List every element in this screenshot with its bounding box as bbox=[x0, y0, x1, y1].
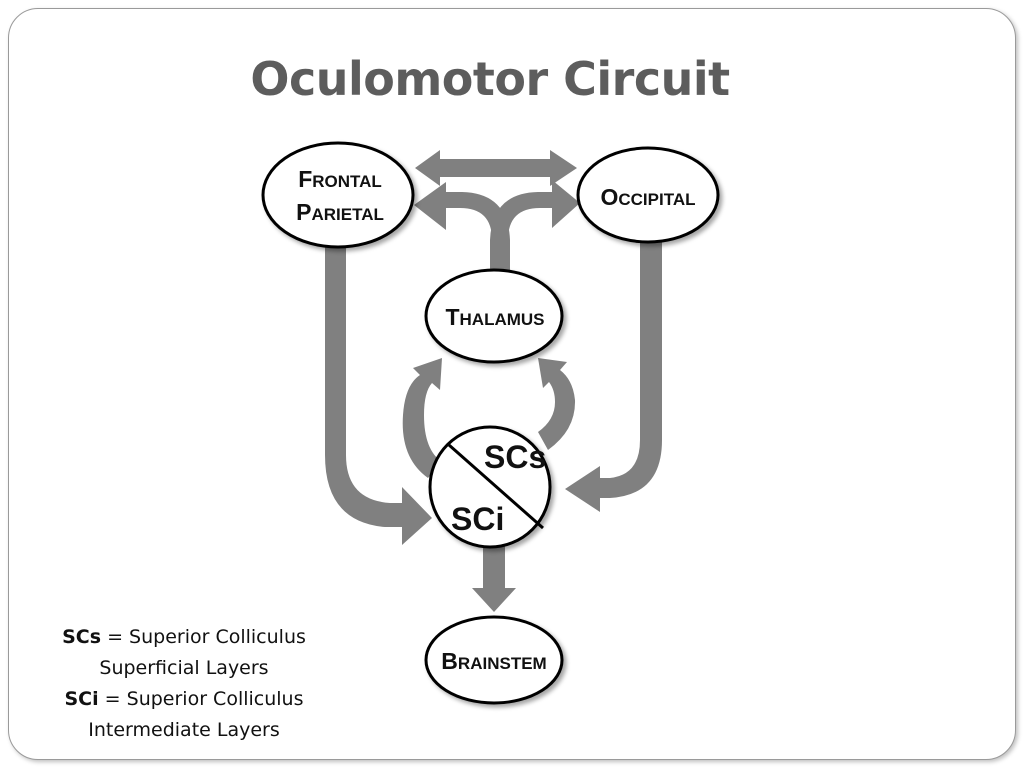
node-occipital: OCCIPITAL bbox=[576, 146, 720, 244]
arrow-scs-to-thalamus bbox=[538, 358, 576, 450]
arrow-frontal-to-sci bbox=[325, 235, 432, 545]
legend-sci-line-2: Intermediate Layers bbox=[88, 719, 280, 741]
arrows bbox=[325, 150, 662, 612]
scs-label: SCs bbox=[484, 439, 546, 475]
legend-scs-line: SCs = Superior Colliculus bbox=[24, 622, 344, 653]
parietal-label: PARIETAL bbox=[296, 199, 384, 225]
node-thalamus: THALAMUS bbox=[424, 268, 564, 364]
arrow-thalamus-to-frontal bbox=[414, 182, 510, 275]
legend-sci-def: = Superior Colliculus bbox=[98, 688, 304, 710]
brainstem-label: BRAINSTEM bbox=[441, 648, 546, 674]
node-frontal-parietal: FRONTAL PARIETAL bbox=[261, 141, 415, 249]
thalamus-label: THALAMUS bbox=[445, 304, 544, 330]
legend-sci-abbr: SCi bbox=[64, 688, 99, 710]
legend-scs-abbr: SCs bbox=[62, 626, 102, 648]
frontal-label: FRONTAL bbox=[298, 166, 382, 192]
layer-divider-line bbox=[448, 443, 544, 530]
page-title: Oculomotor Circuit bbox=[250, 52, 730, 106]
legend-scs-def: = Superior Colliculus bbox=[101, 626, 306, 648]
arrow-sci-to-brainstem bbox=[472, 545, 516, 612]
sci-label: SCi bbox=[451, 501, 504, 537]
node-brainstem: BRAINSTEM bbox=[424, 615, 564, 705]
arrow-sci-to-thalamus bbox=[402, 358, 442, 478]
node-superior-colliculus: SCs SCi bbox=[428, 425, 552, 549]
abbreviation-legend: SCs = Superior Colliculus Superficial La… bbox=[24, 622, 344, 746]
occipital-label: OCCIPITAL bbox=[600, 184, 695, 210]
legend-scs-line-2: Superficial Layers bbox=[99, 657, 269, 679]
arrow-thalamus-to-occipital bbox=[490, 180, 580, 275]
arrow-cortex-bidirectional bbox=[415, 150, 577, 186]
arrow-occipital-to-scs bbox=[565, 240, 662, 512]
legend-sci-line: SCi = Superior Colliculus bbox=[24, 684, 344, 715]
